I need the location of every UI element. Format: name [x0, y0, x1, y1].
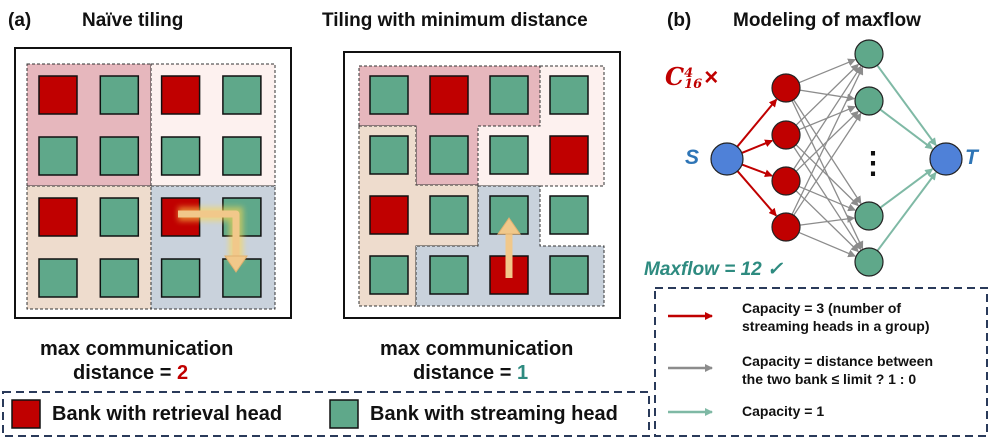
streaming-bank-naive-r3c1 — [99, 258, 140, 298]
streaming-bank-naive-r0c1 — [99, 75, 140, 115]
streaming-bank-naive-r1c3 — [222, 136, 262, 176]
retrieval-swatch — [11, 399, 41, 429]
retrieval-bank-naive-r0c2 — [160, 75, 201, 115]
maxflow-result: Maxflow = 12 ✓ — [644, 259, 783, 280]
source-edge-3 — [736, 170, 777, 217]
combination-sup: 4 — [684, 65, 694, 81]
streaming-bank-min-r3c1 — [429, 255, 469, 295]
retrieval-legend-label: Bank with retrieval head — [52, 403, 283, 425]
source-node — [710, 142, 744, 176]
bank-node-0 — [854, 39, 884, 69]
streaming-bank-min-r0c0 — [369, 75, 409, 115]
ellipsis-icon: ⋮ — [858, 147, 888, 180]
legend-red-line2: streaming heads in a group) — [742, 318, 930, 334]
streaming-bank-min-r2c1 — [429, 195, 469, 235]
streaming-bank-naive-r1c2 — [160, 136, 201, 176]
bank-edge-3-0 — [791, 66, 864, 215]
streaming-bank-min-r3c3 — [549, 255, 589, 295]
bottom-legend-box — [2, 391, 650, 437]
streaming-bank-min-r3c0 — [369, 255, 409, 295]
panel-b-tag: (b) — [667, 10, 692, 31]
group-node-1 — [771, 120, 801, 150]
legend-red-text: Capacity = 3 (number of streaming heads … — [742, 299, 929, 335]
streaming-bank-naive-r3c3 — [222, 258, 262, 298]
streaming-bank-naive-r2c1 — [99, 197, 140, 237]
sink-edge-3 — [876, 171, 937, 252]
streaming-bank-min-r2c3 — [549, 195, 589, 235]
retrieval-bank-min-r1c3 — [549, 135, 589, 175]
sink-node — [929, 142, 963, 176]
naive-distance-value: 2 — [176, 362, 189, 384]
bank-edge-1-0 — [795, 63, 859, 126]
sink-edge-2 — [879, 168, 934, 209]
streaming-bank-naive-r0c3 — [222, 75, 262, 115]
legend-gray-line1: Capacity = distance between — [742, 353, 934, 369]
minimum-caption-line2: distance = 1 — [413, 362, 528, 385]
streaming-bank-min-r1c0 — [369, 135, 409, 175]
minimum-caption-line1: max communication — [380, 338, 574, 360]
naive-communication-arrow — [178, 210, 240, 258]
naive-caption-line2: distance = 2 — [73, 362, 188, 385]
naive-caption-line1: max communication — [40, 338, 234, 360]
retrieval-bank-min-r2c0 — [369, 195, 409, 235]
minimum-caption-prefix: distance = — [413, 362, 517, 384]
streaming-swatch — [329, 399, 359, 429]
bank-edge-3-3 — [798, 231, 857, 258]
streaming-bank-min-r1c1 — [429, 135, 469, 175]
group-node-2 — [771, 166, 801, 196]
bank-edge-2-0 — [793, 65, 862, 170]
group-node-0 — [771, 73, 801, 103]
minimum-distance-value: 1 — [516, 362, 529, 384]
streaming-bank-min-r0c3 — [549, 75, 589, 115]
bank-node-3 — [854, 247, 884, 277]
naive-caption-prefix: distance = — [73, 362, 177, 384]
combination-sub: 16 — [684, 76, 703, 92]
streaming-bank-min-r1c2 — [489, 135, 529, 175]
naive-tiling-title: Naïve tiling — [82, 10, 184, 31]
combination-times: × — [704, 64, 719, 91]
panel-a-tag: (a) — [8, 10, 32, 31]
legend-red-line1: Capacity = 3 (number of — [742, 300, 902, 316]
maxflow-title: Modeling of maxflow — [733, 10, 921, 31]
source-edge-1 — [741, 139, 774, 154]
minimum-tiling-title: Tiling with minimum distance — [322, 10, 588, 31]
sink-edge-1 — [879, 108, 934, 150]
retrieval-bank-naive-r0c0 — [38, 75, 78, 115]
group-node-3 — [771, 212, 801, 242]
bank-edge-0-0 — [798, 58, 857, 84]
legend-gray-text: Capacity = distance between the two bank… — [742, 352, 933, 388]
combination-base: C — [665, 62, 685, 91]
streaming-legend-label: Bank with streaming head — [370, 403, 618, 425]
maxflow-network — [710, 39, 963, 277]
sink-node-label: T — [965, 146, 978, 169]
legend-teal-text: Capacity = 1 — [742, 403, 825, 419]
retrieval-bank-naive-r2c0 — [38, 197, 78, 237]
bank-edge-2-2 — [798, 185, 857, 212]
source-edge-2 — [741, 163, 773, 178]
streaming-bank-min-r0c2 — [489, 75, 529, 115]
streaming-bank-naive-r3c2 — [160, 258, 201, 298]
legend-gray-line2: the two bank ≤ limit ? 1 : 0 — [742, 371, 917, 387]
naive-tiling-grid — [14, 47, 292, 319]
bank-node-2 — [854, 201, 884, 231]
retrieval-bank-min-r0c1 — [429, 75, 469, 115]
source-node-label: S — [685, 146, 700, 169]
streaming-bank-naive-r3c0 — [38, 258, 78, 298]
bank-edge-1-2 — [795, 144, 859, 207]
streaming-bank-naive-r1c0 — [38, 136, 78, 176]
bank-node-1 — [854, 86, 884, 116]
minimum-distance-grid — [343, 51, 621, 319]
streaming-bank-naive-r1c1 — [99, 136, 140, 176]
bank-edge-3-1 — [793, 112, 862, 216]
bank-edge-3-2 — [799, 214, 856, 226]
source-edge-0 — [736, 98, 778, 148]
sink-edge-0 — [876, 64, 937, 147]
capacity-legend-box — [654, 287, 988, 437]
